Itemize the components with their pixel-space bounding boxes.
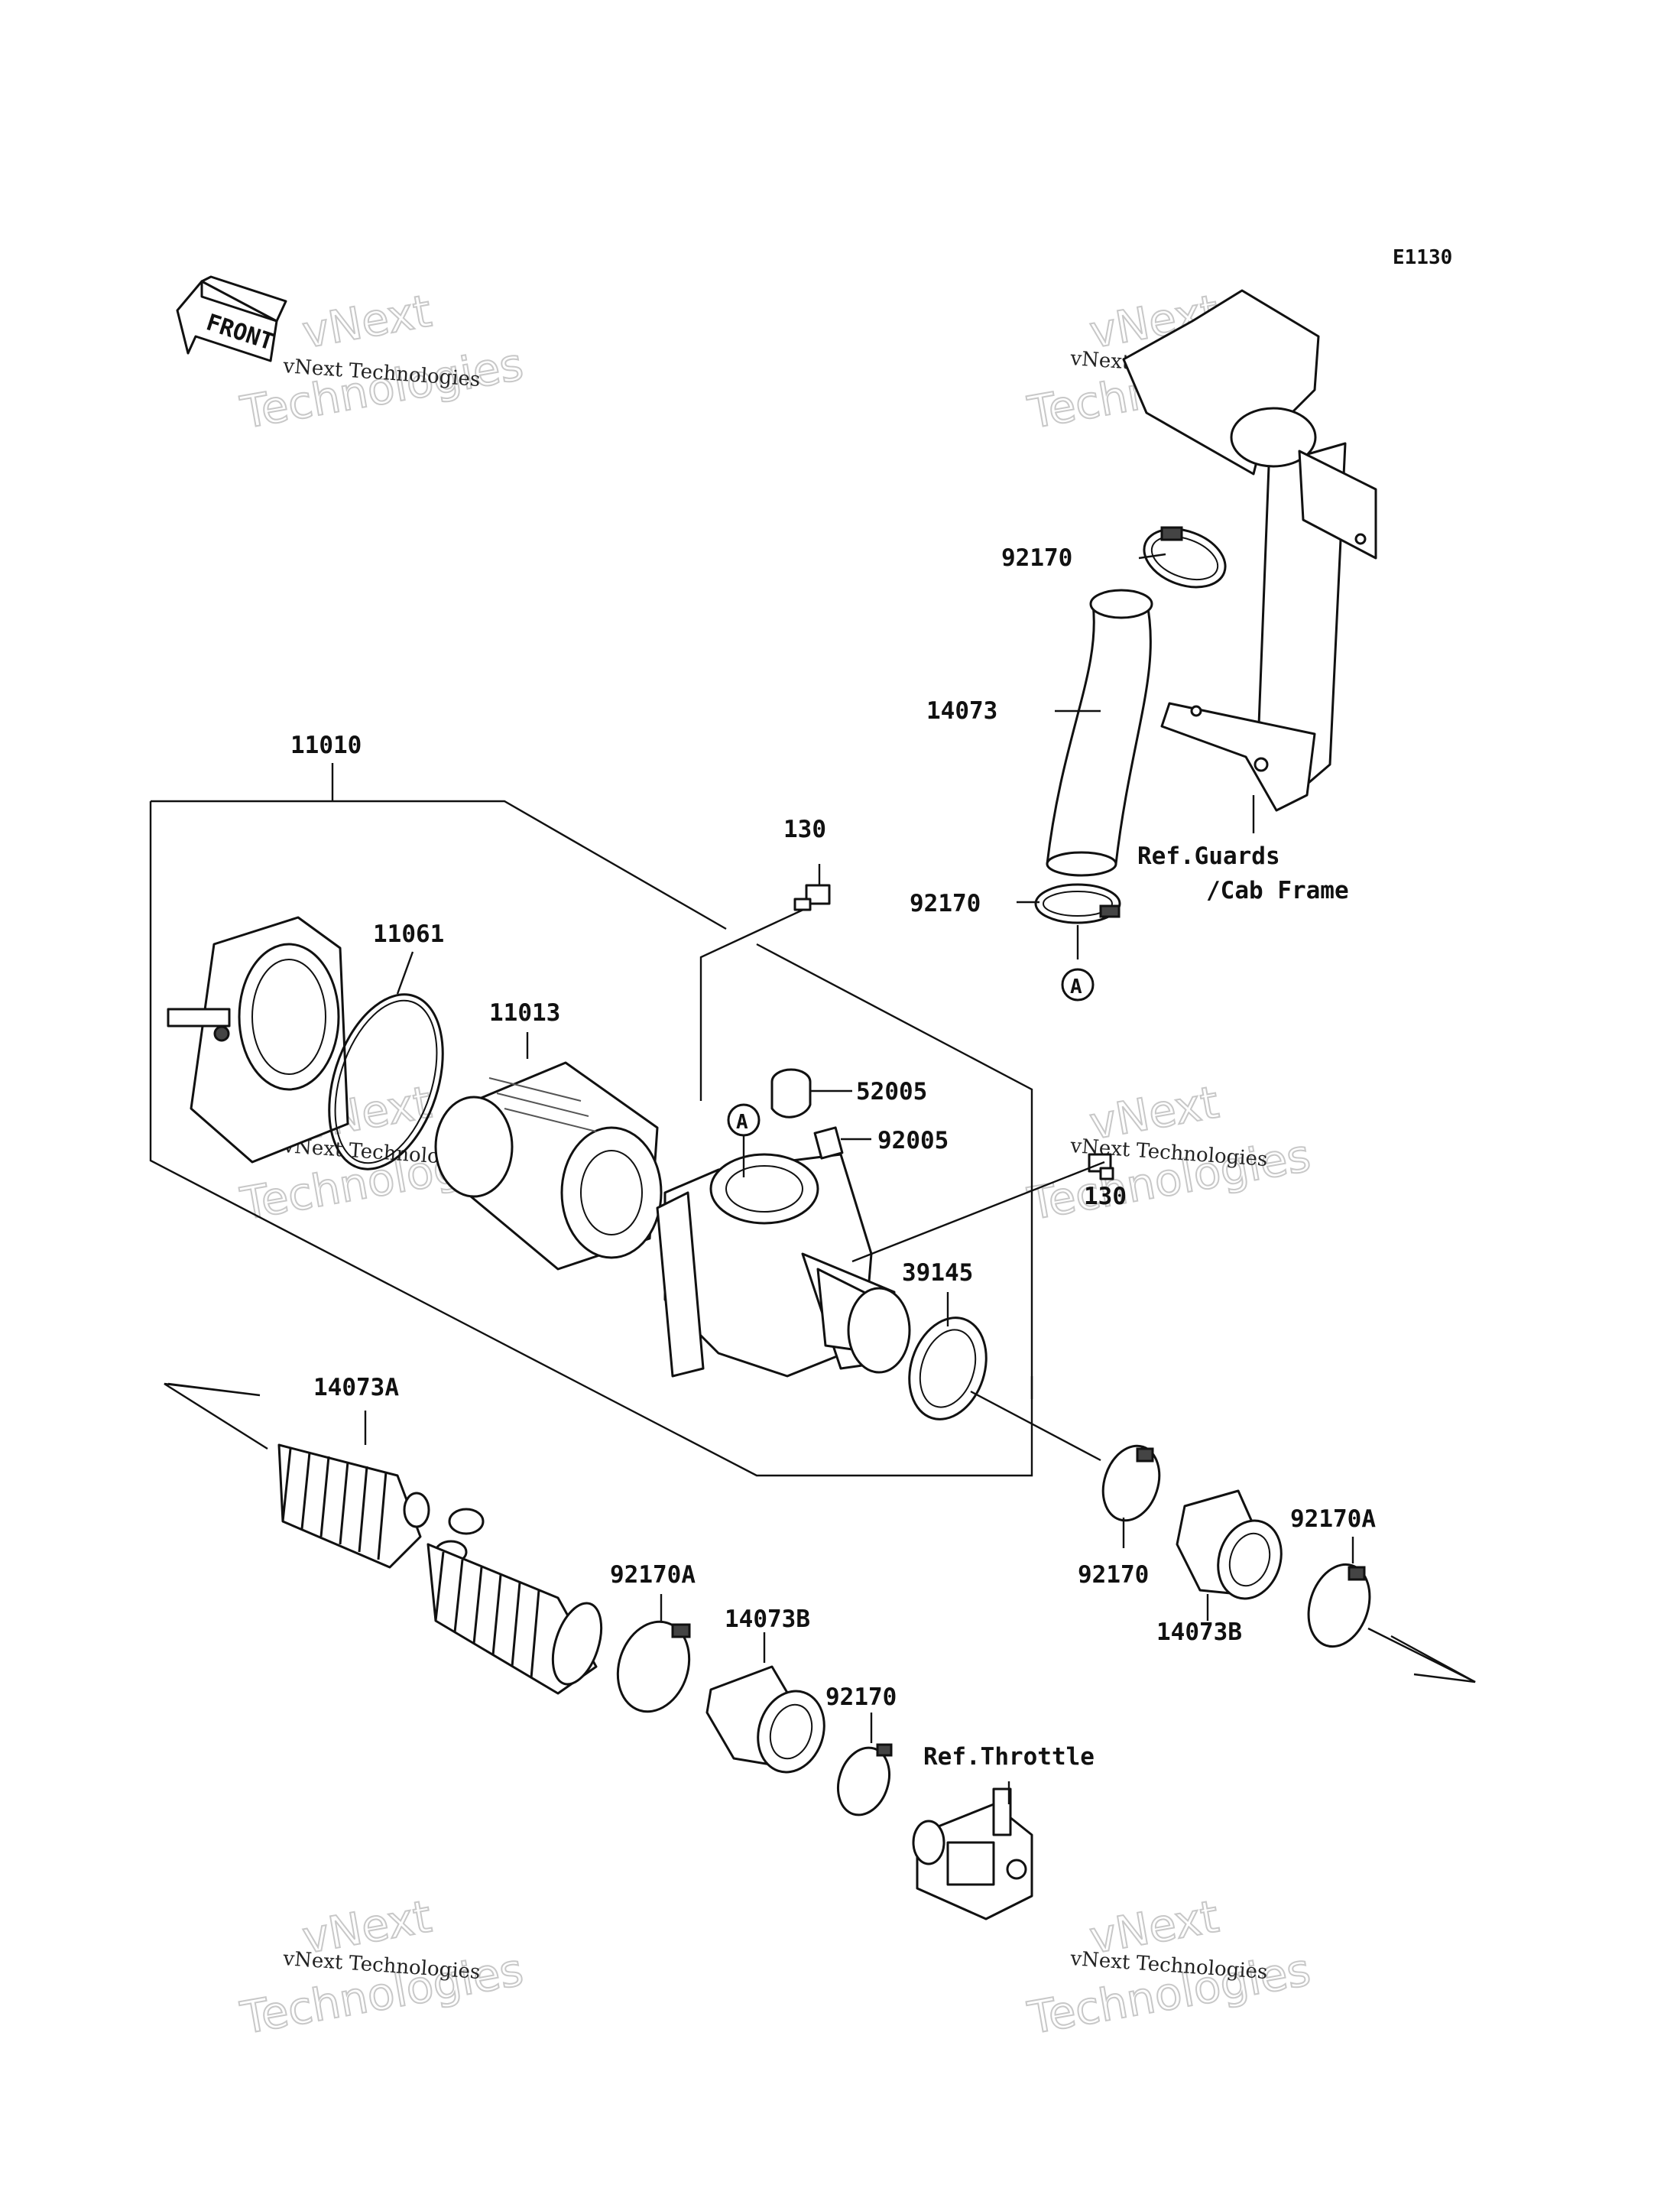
watermark-mid-right: vNext Technologies vNext Technologies xyxy=(1023,1075,1315,1231)
ref-guards-line2: /Cab Frame xyxy=(1206,877,1349,904)
part-label-14073b-left: 14073B xyxy=(725,1605,810,1633)
filter-element-11013 xyxy=(434,1061,663,1271)
cap-52005 xyxy=(770,1068,812,1118)
callout-letter: A xyxy=(1070,976,1082,998)
fitting-92005 xyxy=(813,1126,844,1160)
part-label-11013: 11013 xyxy=(489,999,560,1027)
clamp-92170-top xyxy=(1143,526,1227,589)
boot-14073b-left xyxy=(705,1665,825,1774)
clamp-92170a-left xyxy=(616,1620,691,1713)
ref-guards-line1: Ref.Guards xyxy=(1137,843,1280,870)
part-label-11010: 11010 xyxy=(290,732,362,759)
housing-cover xyxy=(167,916,349,1164)
bolt-130-right xyxy=(1088,1153,1114,1180)
o-ring-11061 xyxy=(328,993,444,1170)
intake-hose-14073 xyxy=(1046,589,1153,877)
part-label-92170-mid: 92170 xyxy=(910,890,981,917)
part-label-92005: 92005 xyxy=(877,1127,949,1154)
part-label-92170a-left: 92170A xyxy=(610,1561,696,1589)
bolt-130-top xyxy=(793,884,831,911)
part-label-39145: 39145 xyxy=(902,1259,973,1287)
housing-body xyxy=(656,1153,911,1378)
boot-14073b-right xyxy=(1176,1489,1283,1600)
throttle-body xyxy=(912,1787,1033,1920)
ref-throttle: Ref.Throttle xyxy=(923,1743,1095,1771)
clamp-92170-right xyxy=(1101,1444,1161,1522)
part-label-11061: 11061 xyxy=(373,920,444,948)
band-39145 xyxy=(908,1317,988,1420)
diagram-code: E1130 xyxy=(1393,246,1452,269)
callout-a-top: A xyxy=(1061,968,1095,1002)
clamp-92170-mid xyxy=(1034,883,1121,924)
part-label-14073: 14073 xyxy=(926,697,997,725)
part-label-92170-right: 92170 xyxy=(1078,1561,1149,1589)
watermark-big-1: vNext xyxy=(299,284,436,358)
air-cleaner-assembly-box xyxy=(149,763,1033,1477)
front-arrow-icon: FRONT xyxy=(176,275,287,362)
part-label-92170-low: 92170 xyxy=(825,1683,897,1711)
callout-letter: A xyxy=(736,1111,748,1134)
clamp-92170a-right xyxy=(1307,1563,1371,1648)
cab-frame-tube xyxy=(1122,289,1377,833)
bellows-14073a xyxy=(277,1443,603,1695)
watermark-big-2: Technologies xyxy=(237,338,527,439)
part-label-92170-top: 92170 xyxy=(1001,544,1072,572)
part-label-14073b-right: 14073B xyxy=(1156,1618,1242,1646)
watermark-bottom-left: vNext Technologies vNext Technologies xyxy=(236,1889,528,2045)
part-label-52005: 52005 xyxy=(856,1078,927,1105)
watermark-bottom-right: vNext Technologies vNext Technologies xyxy=(1023,1889,1315,2045)
callout-a-housing: A xyxy=(727,1103,761,1137)
part-label-130-top: 130 xyxy=(783,816,826,843)
clamp-92170-low xyxy=(837,1743,893,1817)
part-label-130-right: 130 xyxy=(1084,1183,1127,1210)
part-label-92170a-right: 92170A xyxy=(1290,1505,1376,1533)
part-label-14073a: 14073A xyxy=(313,1374,399,1401)
